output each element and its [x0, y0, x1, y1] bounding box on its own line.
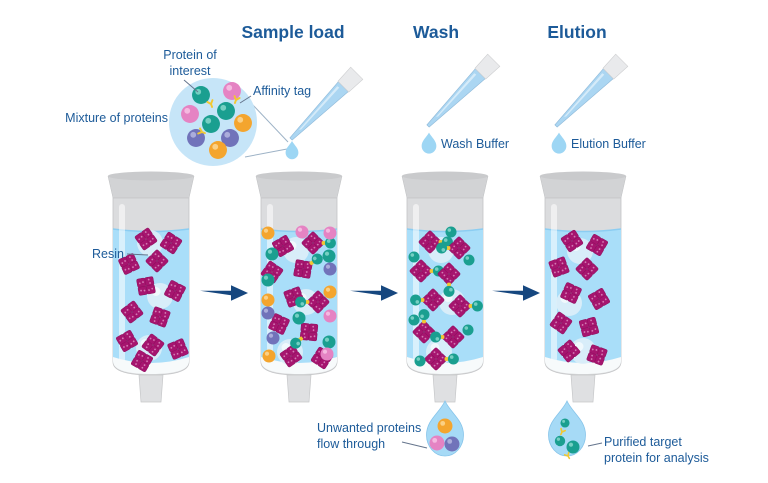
target-protein-icon: [566, 440, 580, 454]
protein-of-interest-pointer: [183, 79, 199, 93]
mixture-of-proteins-label: Mixture of proteins: [65, 111, 168, 125]
protein-mixture-circle: [169, 78, 289, 166]
contaminant-protein-icon: [262, 349, 276, 363]
target-protein-icon: [292, 311, 306, 325]
contaminant-protein-icon: [323, 262, 337, 276]
step-heading-sample-load: Sample load: [241, 22, 344, 42]
contaminant-protein-icon: [181, 105, 199, 123]
target-protein-icon: [560, 418, 570, 428]
target-protein-icon: [261, 273, 275, 287]
target-protein-icon: [408, 251, 420, 263]
contaminant-protein-icon: [261, 226, 275, 240]
pipette-icon-sample-load: [284, 66, 364, 146]
droplet-icon-sample: [285, 141, 299, 160]
column-elution: [539, 170, 627, 403]
contaminant-protein-icon: [323, 226, 337, 240]
target-protein-icon: [265, 247, 279, 261]
pipette-icon-wash: [421, 53, 501, 133]
target-protein-icon: [322, 335, 336, 349]
target-protein-icon: [202, 115, 220, 133]
target-protein-icon: [445, 226, 457, 238]
contaminant-protein-icon: [209, 141, 227, 159]
unwanted-proteins-label-line1: Unwanted proteins: [317, 421, 421, 435]
contaminant-protein-icon: [223, 82, 241, 100]
contaminant-protein-icon: [320, 347, 334, 361]
contaminant-protein-icon: [437, 418, 453, 434]
target-protein-icon: [322, 249, 336, 263]
droplet-icon-wash-buffer: [421, 132, 437, 154]
contaminant-protein-icon: [234, 114, 252, 132]
unwanted-proteins-pointer: [401, 441, 428, 449]
contaminant-protein-icon: [323, 285, 337, 299]
mixture-annotations: Protein of interest Affinity tag Mixture…: [65, 48, 311, 125]
target-protein-icon: [462, 324, 474, 336]
column-wash: [401, 170, 489, 403]
funnel-line-bottom: [244, 148, 288, 158]
wash-buffer-label: Wash Buffer: [441, 137, 509, 151]
affinity-tag-label: Affinity tag: [253, 84, 311, 98]
pipette-icon-elution: [549, 53, 629, 133]
contaminant-protein-icon: [261, 306, 275, 320]
arrow-right-icon-3: [492, 285, 540, 301]
step-heading-elution: Elution: [547, 22, 606, 42]
elution-buffer-label: Elution Buffer: [571, 137, 646, 151]
step-heading-wash: Wash: [413, 22, 459, 42]
purified-protein-pointer: [587, 442, 603, 447]
target-protein-icon: [414, 355, 426, 367]
contaminant-protein-icon: [444, 436, 460, 452]
protein-of-interest-label-line1: Protein of: [163, 48, 217, 62]
protein-of-interest-label-line2: interest: [170, 64, 212, 78]
target-protein-icon: [408, 314, 420, 326]
contaminant-protein-icon: [429, 435, 445, 451]
resin-label: Resin: [92, 247, 124, 261]
contaminant-protein-icon: [266, 331, 280, 345]
funnel-line-top: [250, 102, 289, 143]
unwanted-proteins-label-line2: flow through: [317, 437, 385, 451]
resin-pointer: [126, 253, 149, 256]
contaminant-protein-icon: [323, 309, 337, 323]
droplet-icon-elution-buffer: [551, 132, 567, 154]
target-protein-icon: [217, 102, 235, 120]
purified-protein-label-line1: Purified target: [604, 435, 682, 449]
affinity-tag-pointer: [239, 95, 252, 104]
target-protein-icon: [554, 435, 566, 447]
arrow-right-icon-1: [200, 285, 248, 301]
contaminant-protein-icon: [295, 225, 309, 239]
purified-protein-drop: [548, 400, 586, 461]
arrow-right-icon-2: [350, 285, 398, 301]
flow-through-drop: [426, 400, 464, 457]
purified-protein-label-line2: protein for analysis: [604, 451, 709, 465]
contaminant-protein-icon: [261, 293, 275, 307]
target-protein-icon: [463, 254, 475, 266]
